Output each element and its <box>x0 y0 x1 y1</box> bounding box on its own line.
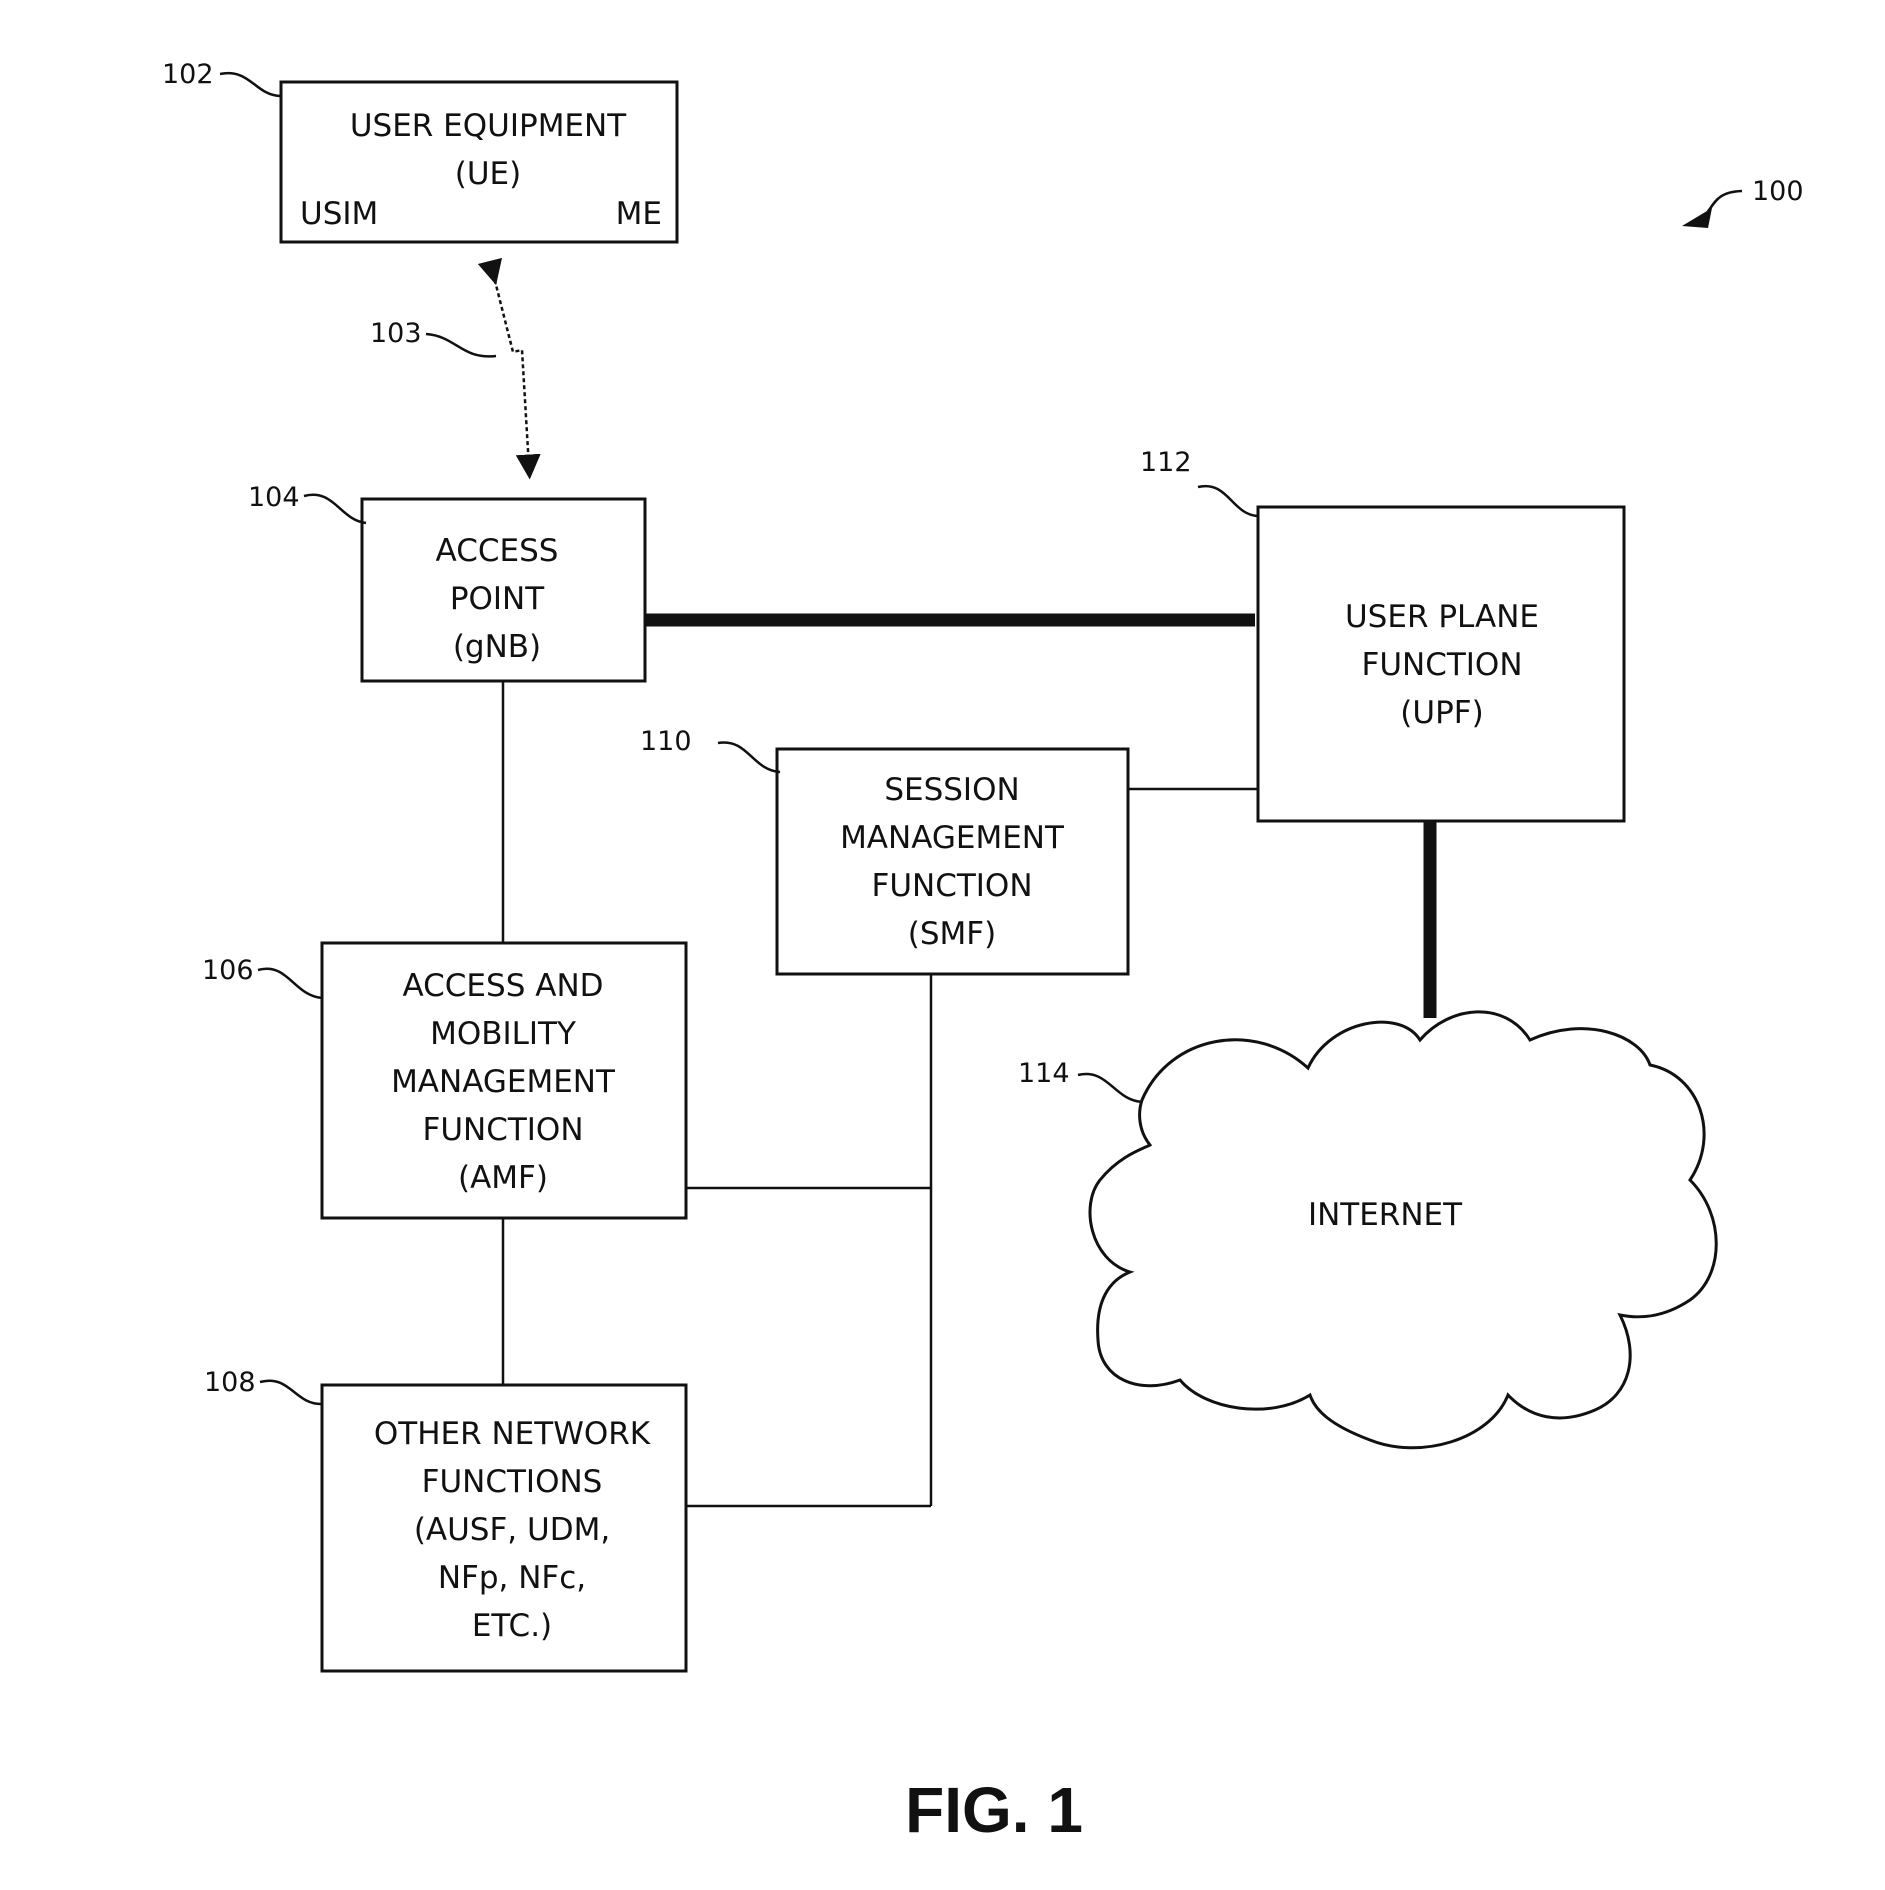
leader-108 <box>259 1379 323 1406</box>
leader-104 <box>303 493 367 525</box>
leader-103 <box>425 332 497 358</box>
ref-104: 104 <box>248 482 300 513</box>
ap-line3: (gNB) <box>453 629 541 665</box>
smf-line3: FUNCTION <box>871 868 1032 904</box>
amf-line5: (AMF) <box>458 1160 548 1196</box>
ref-100: 100 <box>1752 176 1804 207</box>
smf-line1: SESSION <box>884 772 1019 808</box>
smf-line2: MANAGEMENT <box>840 820 1065 856</box>
amf-line3: MANAGEMENT <box>391 1064 616 1100</box>
figure-label: FIG. 1 <box>905 1774 1083 1846</box>
upf-box: USER PLANE FUNCTION (UPF) <box>1256 505 1626 823</box>
othernf-line2: FUNCTIONS <box>422 1464 603 1500</box>
upf-line2: FUNCTION <box>1361 647 1522 683</box>
leader-106 <box>257 967 323 1000</box>
ue-title-line2: (UE) <box>455 156 521 192</box>
leader-112 <box>1197 484 1259 518</box>
smf-line4: (SMF) <box>908 916 996 952</box>
ref-112: 112 <box>1140 447 1192 478</box>
amf-line2: MOBILITY <box>430 1016 576 1052</box>
ue-title-line1: USER EQUIPMENT <box>350 108 627 144</box>
ue-usim-label: USIM <box>300 196 378 232</box>
leader-110 <box>717 741 781 774</box>
wireless-link-icon <box>477 257 541 480</box>
ref-106: 106 <box>202 955 254 986</box>
othernf-line3: (AUSF, UDM, <box>414 1512 610 1548</box>
leader-102 <box>219 71 281 98</box>
access-point-box: ACCESS POINT (gNB) <box>360 497 647 683</box>
ref-110: 110 <box>640 726 692 757</box>
internet-label: INTERNET <box>1308 1197 1463 1233</box>
user-equipment-box: USER EQUIPMENT (UE) USIM ME <box>279 80 679 244</box>
ref-103: 103 <box>370 318 422 349</box>
reference-numerals: 102 103 104 106 108 110 112 114 100 <box>162 59 1804 1406</box>
amf-line1: ACCESS AND <box>402 968 603 1004</box>
leader-114 <box>1077 1072 1143 1104</box>
amf-line4: FUNCTION <box>422 1112 583 1148</box>
internet-cloud-icon: INTERNET <box>1088 1010 1718 1450</box>
othernf-line4: NFp, NFc, <box>438 1560 586 1596</box>
ap-line2: POINT <box>450 581 545 617</box>
upf-line3: (UPF) <box>1400 695 1483 731</box>
ap-line1: ACCESS <box>436 533 559 569</box>
ref-114: 114 <box>1018 1058 1070 1089</box>
ref-102: 102 <box>162 59 214 90</box>
othernf-line1: OTHER NETWORK <box>374 1416 651 1452</box>
arrow-100-icon <box>1682 208 1712 228</box>
othernf-line5: ETC.) <box>472 1608 552 1644</box>
ref-108: 108 <box>204 1367 256 1398</box>
upf-line1: USER PLANE <box>1345 599 1539 635</box>
other-network-functions-box: OTHER NETWORK FUNCTIONS (AUSF, UDM, NFp,… <box>320 1383 688 1673</box>
amf-box: ACCESS AND MOBILITY MANAGEMENT FUNCTION … <box>320 941 688 1220</box>
smf-box: SESSION MANAGEMENT FUNCTION (SMF) <box>775 747 1130 976</box>
connections <box>501 613 1437 1508</box>
ue-me-label: ME <box>616 196 662 232</box>
